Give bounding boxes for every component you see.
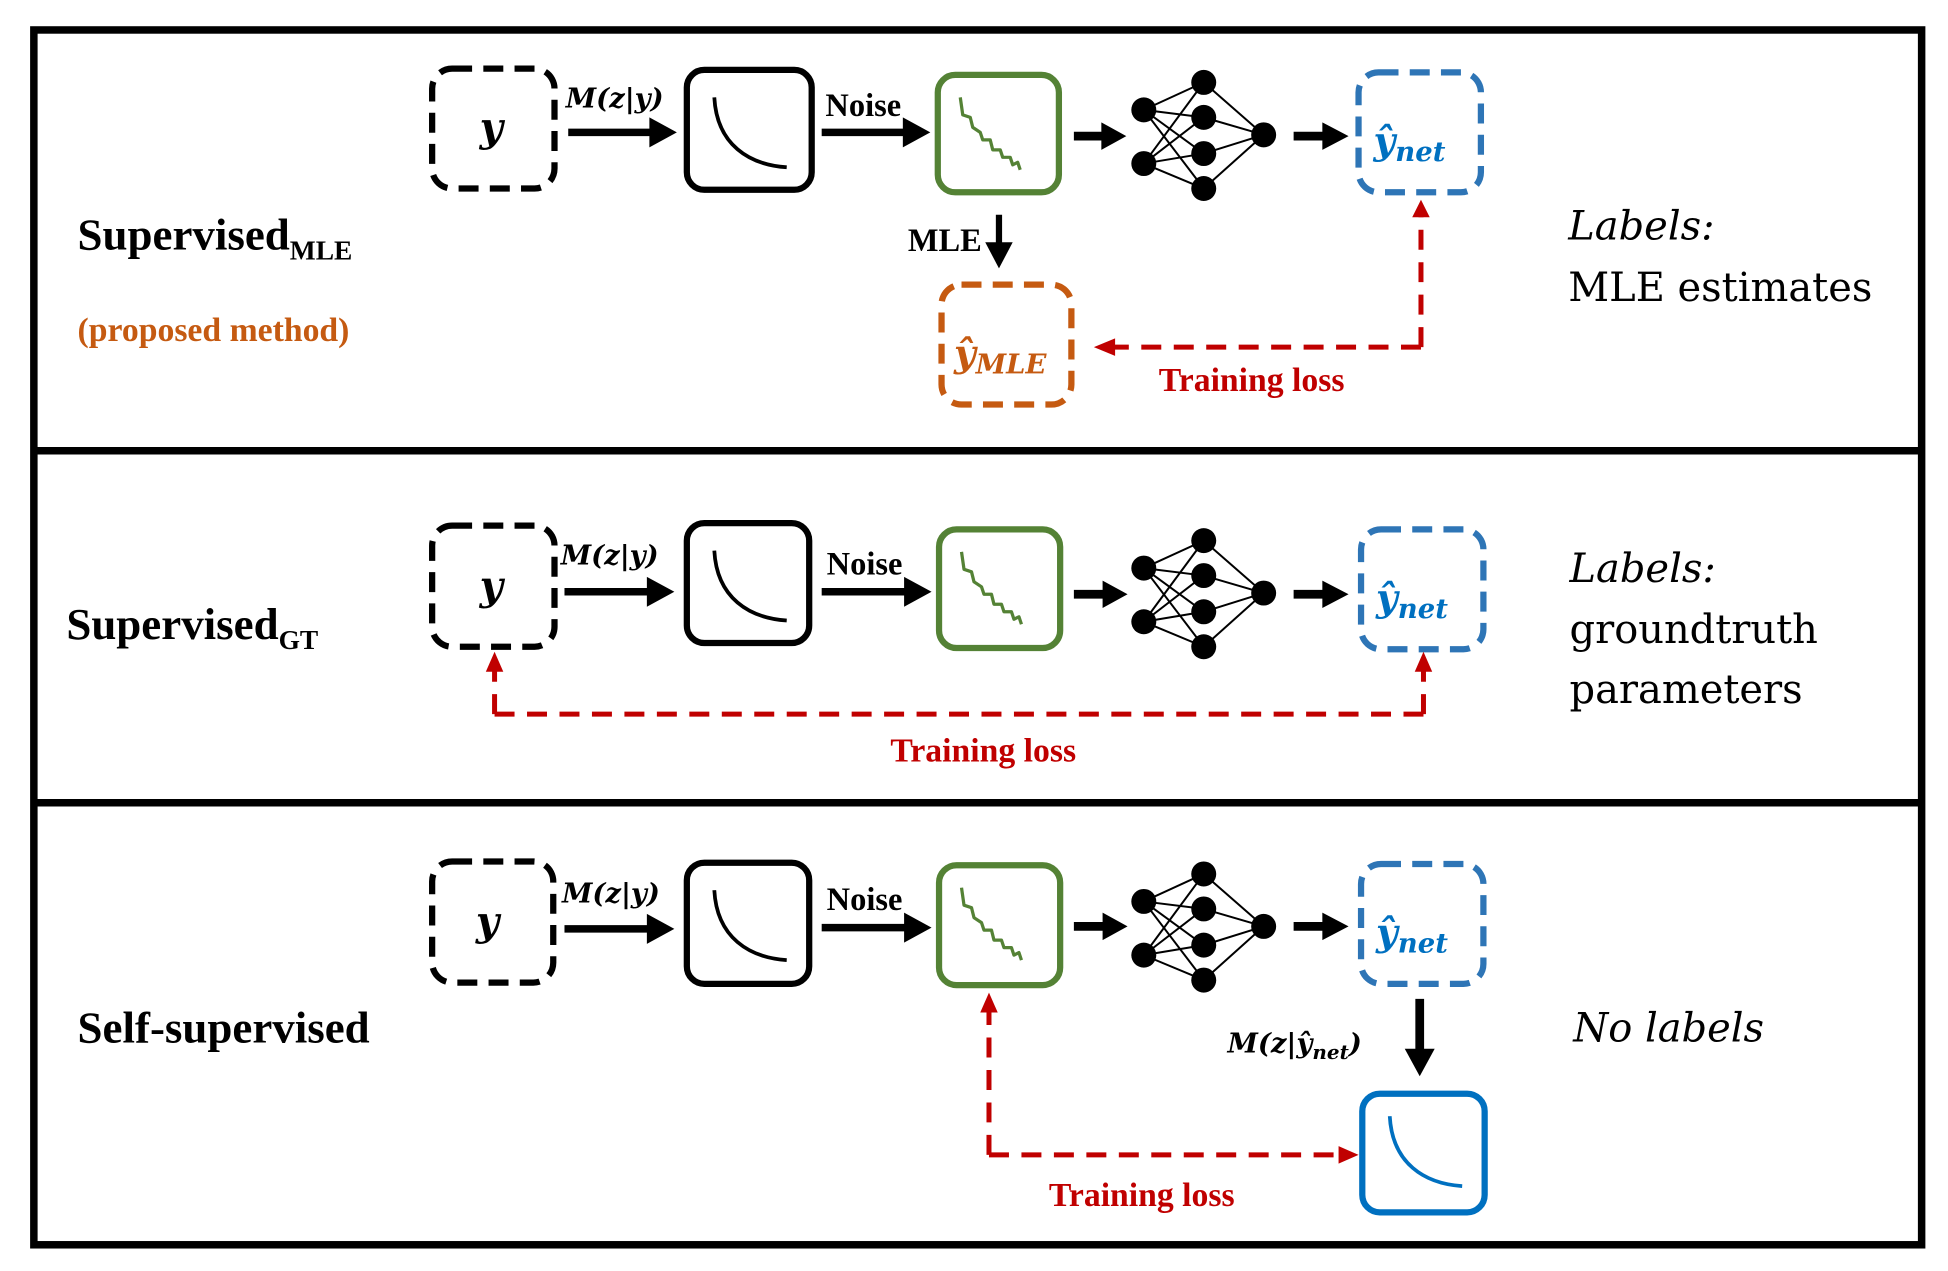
panel-supervised-gt: SupervisedGT y M(z|y) Noise ŷnet Trainin… [66, 520, 1818, 770]
arrow-right [1293, 580, 1349, 609]
reforward-model-label: M(z|ŷnet) [1226, 1028, 1361, 1064]
neural-network-icon [1130, 68, 1278, 203]
training-loss-connector [980, 992, 1359, 1164]
decay-curve-icon [712, 95, 789, 170]
noise-label: Noise [827, 882, 903, 918]
proposed-method-note: (proposed method) [78, 312, 350, 349]
forward-model-label: M(z|y) [560, 539, 659, 571]
panel-self-supervised: Self-supervised y M(z|y) Noise ŷnet M(z|… [78, 858, 1764, 1216]
side-text: MLE estimates [1568, 265, 1872, 311]
panel-title: Self-supervised [78, 1003, 370, 1053]
side-heading: No labels [1572, 1005, 1764, 1051]
arrow-right [1073, 912, 1128, 941]
noisy-signal-box [935, 862, 1064, 989]
noisy-curve-icon [959, 886, 1024, 962]
decay-curve-icon [712, 548, 789, 623]
net-estimate-label: ŷnet [1373, 119, 1446, 168]
side-heading: Labels: [1569, 546, 1716, 592]
training-loss-connector [1093, 199, 1430, 356]
param-y-box [429, 65, 558, 192]
neural-network-icon [1130, 860, 1278, 994]
neural-network-icon [1130, 527, 1278, 661]
arrow-right [1293, 912, 1349, 941]
param-y-box [429, 858, 557, 986]
forward-model-label: M(z|y) [565, 82, 664, 114]
side-heading: Labels: [1567, 204, 1714, 250]
signal-box [683, 859, 813, 987]
signal-box [683, 520, 813, 647]
net-estimate-label: ŷnet [1375, 576, 1448, 625]
signal-box [683, 66, 815, 193]
training-loss-label: Training loss [1159, 362, 1345, 399]
noisy-signal-box [935, 526, 1064, 652]
arrow-right [1073, 580, 1128, 609]
arrow-right [821, 912, 932, 943]
noisy-curve-icon [959, 550, 1024, 626]
training-loss-connector [485, 651, 1433, 717]
arrow-down [985, 214, 1013, 269]
arrow-down [1404, 998, 1435, 1077]
noisy-signal-box [934, 71, 1063, 196]
param-y-label: y [479, 562, 506, 609]
param-y-label: y [475, 898, 502, 945]
noisy-curve-icon [958, 95, 1022, 172]
param-y-box [429, 522, 558, 650]
forward-model-label: M(z|y) [561, 878, 660, 910]
decay-curve-icon [712, 888, 789, 962]
noise-label: Noise [825, 88, 901, 124]
arrow-right [568, 117, 677, 148]
arrow-right [821, 576, 932, 607]
panel-title: SupervisedMLE [78, 210, 353, 266]
mle-estimate-label: ŷMLE [953, 331, 1047, 380]
noise-label: Noise [827, 546, 903, 582]
reconstructed-signal-box [1359, 1090, 1488, 1216]
decay-curve-icon [1387, 1114, 1465, 1188]
net-estimate-box [1357, 526, 1487, 653]
side-text: groundtruth [1570, 607, 1818, 653]
panel-title: SupervisedGT [66, 599, 318, 655]
training-loss-label: Training loss [1049, 1177, 1235, 1214]
arrow-right [564, 576, 675, 607]
arrow-right [1073, 122, 1127, 150]
mle-estimate-box [938, 281, 1075, 408]
arrow-right [564, 913, 675, 944]
panel-supervised-mle: SupervisedMLE (proposed method) y M(z|y)… [78, 65, 1872, 408]
mle-arrow-label: MLE [908, 223, 982, 259]
outer-frame [30, 26, 1926, 1249]
param-y-label: y [479, 104, 506, 151]
net-estimate-box [1357, 860, 1487, 987]
arrow-right [1293, 122, 1349, 150]
training-loss-label: Training loss [890, 733, 1076, 770]
side-text: parameters [1570, 667, 1803, 713]
arrow-right [821, 117, 931, 148]
net-estimate-label: ŷnet [1375, 910, 1448, 959]
net-estimate-box [1355, 69, 1485, 196]
